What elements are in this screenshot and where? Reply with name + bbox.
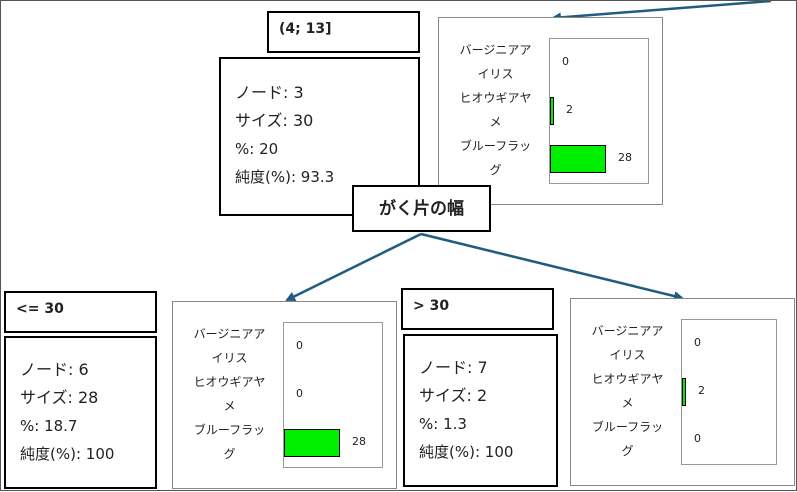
node6-percent: %: 18.7 xyxy=(20,417,78,435)
node3-bar-chart: 0 2 28 xyxy=(549,38,649,184)
class-label: ブルーフラッ xyxy=(193,423,266,437)
class-label: ブルーフラッ xyxy=(591,420,664,434)
class-label: ヒオウギアヤ xyxy=(459,91,532,105)
class-count-label: 2 xyxy=(566,103,573,116)
class-label: ブルーフラッ xyxy=(459,139,532,153)
class-label: イリス xyxy=(609,348,646,362)
node7-node-id: ノード: 7 xyxy=(419,358,488,377)
class-count-bar xyxy=(550,145,606,173)
node7-range-label: > 30 xyxy=(401,288,554,330)
class-label: グ xyxy=(621,444,634,458)
edge-split-to-node7 xyxy=(420,232,684,301)
node3-purity: 純度(%): 93.3 xyxy=(235,168,335,186)
class-count-bar xyxy=(284,429,340,457)
node3-node-id: ノード: 3 xyxy=(235,83,304,102)
class-label: グ xyxy=(489,163,502,177)
node7-percent: %: 1.3 xyxy=(419,415,467,433)
class-label: イリス xyxy=(211,351,248,365)
class-label: ヒオウギアヤ xyxy=(591,372,664,386)
node6-node-id: ノード: 6 xyxy=(20,360,89,379)
node6-purity: 純度(%): 100 xyxy=(20,445,115,463)
class-count-label: 28 xyxy=(352,435,366,448)
split-variable-box: がく片の幅 xyxy=(352,185,491,232)
class-label: メ xyxy=(621,396,634,410)
class-label: ヒオウギアヤ xyxy=(193,375,266,389)
node7-class-labels: バージニアア イリス ヒオウギアヤ メ ブルーフラッ グ xyxy=(575,319,680,463)
node3-size: サイズ: 30 xyxy=(235,111,314,130)
class-count-label: 2 xyxy=(698,384,705,397)
node6-bar-chart: 0 0 28 xyxy=(283,322,383,468)
class-label: バージニアア xyxy=(459,43,532,57)
class-count-label: 0 xyxy=(562,55,569,68)
node3-info-box: ノード: 3 サイズ: 30 %: 20 純度(%): 93.3 xyxy=(219,57,420,216)
edge-split-to-node6 xyxy=(285,232,422,302)
node3-percent: %: 20 xyxy=(235,140,279,158)
class-label: バージニアア xyxy=(591,324,664,338)
class-count-label: 0 xyxy=(296,387,303,400)
node7-purity: 純度(%): 100 xyxy=(419,443,514,461)
node7-class-panel: バージニアア イリス ヒオウギアヤ メ ブルーフラッ グ 0 2 0 xyxy=(570,298,795,486)
node6-range-label: <= 30 xyxy=(4,291,157,333)
node6-size: サイズ: 28 xyxy=(20,388,99,407)
node3-class-labels: バージニアア イリス ヒオウギアヤ メ ブルーフラッ グ xyxy=(443,38,548,182)
node7-info-box: ノード: 7 サイズ: 2 %: 1.3 純度(%): 100 xyxy=(403,334,558,487)
class-count-label: 0 xyxy=(694,336,701,349)
class-count-label: 0 xyxy=(296,339,303,352)
node7-size: サイズ: 2 xyxy=(419,386,488,405)
node3-class-panel: バージニアア イリス ヒオウギアヤ メ ブルーフラッ グ 0 2 28 xyxy=(438,17,663,205)
edge-parent-to-node3 xyxy=(551,1,772,23)
class-label: バージニアア xyxy=(193,327,266,341)
class-count-label: 28 xyxy=(618,151,632,164)
class-count-bar xyxy=(550,97,554,125)
node3-range-label: (4; 13] xyxy=(267,11,420,53)
node6-info-box: ノード: 6 サイズ: 28 %: 18.7 純度(%): 100 xyxy=(4,336,157,489)
class-count-label: 0 xyxy=(694,432,701,445)
class-label: メ xyxy=(489,115,502,129)
node7-bar-chart: 0 2 0 xyxy=(681,319,777,465)
node6-class-panel: バージニアア イリス ヒオウギアヤ メ ブルーフラッ グ 0 0 28 xyxy=(172,301,397,489)
class-label: グ xyxy=(223,447,236,461)
class-label: イリス xyxy=(477,67,514,81)
node6-class-labels: バージニアア イリス ヒオウギアヤ メ ブルーフラッ グ xyxy=(177,322,282,466)
class-label: メ xyxy=(223,399,236,413)
class-count-bar xyxy=(682,378,686,406)
